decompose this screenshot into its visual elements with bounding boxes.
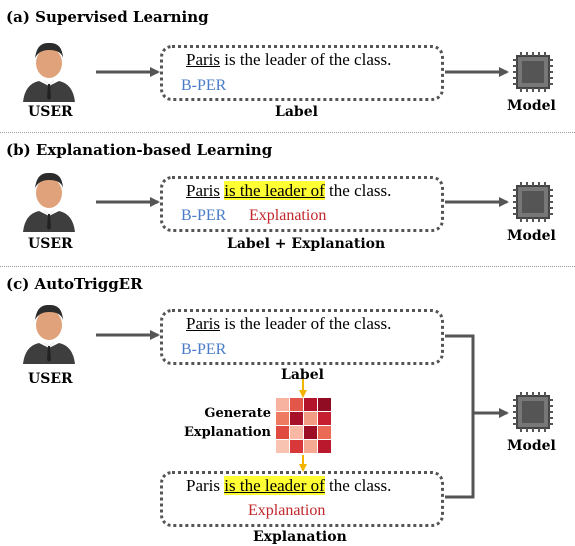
tag-explanation: Explanation xyxy=(249,207,327,224)
model-label: Model xyxy=(507,98,556,114)
entity-paris: Paris xyxy=(186,314,220,333)
label-box-a xyxy=(160,45,444,101)
label-explanation-box-b xyxy=(160,176,444,232)
user-avatar-icon xyxy=(23,172,75,232)
user-label: USER xyxy=(28,236,73,252)
trigger-highlight: is the leader of xyxy=(224,181,325,200)
heatmap-icon xyxy=(276,398,331,453)
model-label: Model xyxy=(507,228,556,244)
user-avatar-icon xyxy=(23,304,75,364)
tag-bper: B-PER xyxy=(181,341,227,358)
model-chip-icon xyxy=(512,391,554,433)
box-caption-a: Label xyxy=(275,104,318,120)
box-caption-c: Label xyxy=(281,367,324,383)
tag-bper: B-PER xyxy=(181,207,227,224)
sentence-a: Paris is the leader of the class. xyxy=(186,50,392,69)
section-divider xyxy=(0,132,575,133)
trigger-highlight: is the leader of xyxy=(224,476,325,495)
section-c-title: (c) AutoTriggER xyxy=(6,275,143,293)
user-label: USER xyxy=(28,371,73,387)
box-caption-explanation: Explanation xyxy=(253,529,347,545)
tag-explanation: Explanation xyxy=(248,502,326,519)
merge-connector xyxy=(445,334,475,499)
entity-paris: Paris xyxy=(186,50,220,69)
user-label: USER xyxy=(28,104,73,120)
explanation-box-c xyxy=(160,471,444,527)
section-a-title: (a) Supervised Learning xyxy=(6,8,209,26)
sentence-b: Paris is the leader of the class. xyxy=(186,181,392,200)
model-chip-icon xyxy=(512,51,554,93)
tag-bper: B-PER xyxy=(181,77,227,94)
box-caption-b: Label + Explanation xyxy=(227,236,386,252)
model-chip-icon xyxy=(512,181,554,223)
section-b-title: (b) Explanation-based Learning xyxy=(6,141,273,159)
user-avatar-icon xyxy=(23,42,75,102)
section-divider xyxy=(0,266,575,267)
model-label: Model xyxy=(507,438,556,454)
label-box-c xyxy=(160,309,444,365)
sentence-c: Paris is the leader of the class. xyxy=(186,314,392,333)
sentence-explained: Paris is the leader of the class. xyxy=(186,476,392,495)
entity-paris: Paris xyxy=(186,181,220,200)
